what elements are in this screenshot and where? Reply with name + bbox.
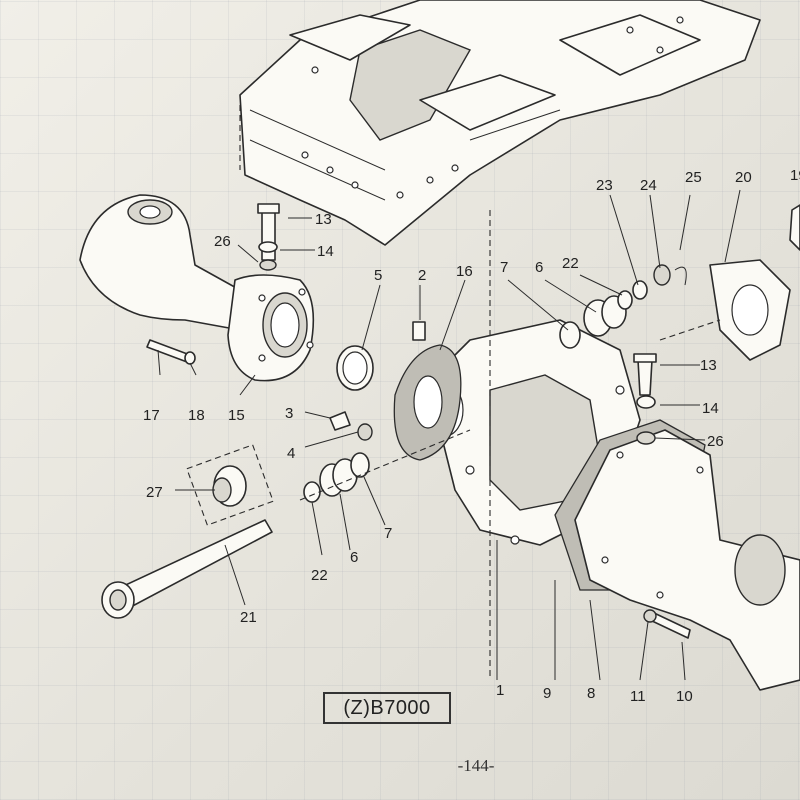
part-19-edge — [789, 204, 800, 251]
callout-19: 19 — [790, 167, 800, 184]
callout-21: 21 — [240, 609, 257, 626]
part-callout-labels: 1 2 3 4 5 6 6 7 7 8 9 10 11 13 13 14 14 … — [143, 167, 800, 705]
callout-16: 16 — [456, 263, 473, 280]
callout-18: 18 — [188, 407, 205, 424]
axle-housing-left — [79, 194, 315, 382]
callout-9: 9 — [543, 685, 551, 702]
callout-11: 11 — [630, 688, 646, 705]
callout-25: 25 — [685, 169, 702, 186]
chassis-frame — [239, 0, 761, 246]
callout-17: 17 — [143, 407, 160, 424]
callout-15: 15 — [228, 407, 245, 424]
part-27 — [186, 444, 274, 526]
callout-3: 3 — [285, 405, 293, 422]
cover-8 — [574, 429, 800, 691]
callout-14-right: 14 — [702, 400, 719, 417]
callout-2: 2 — [418, 267, 426, 284]
callout-26-left: 26 — [214, 233, 231, 250]
leader-lines — [157, 189, 741, 681]
callout-5: 5 — [374, 267, 382, 284]
model-label-box: (Z)B7000 — [323, 692, 451, 724]
callout-23: 23 — [596, 177, 613, 194]
callout-4: 4 — [287, 445, 295, 462]
bearing-group-left — [303, 345, 374, 503]
callout-7-lower: 7 — [384, 525, 392, 542]
callout-20: 20 — [735, 169, 752, 186]
callout-13-left: 13 — [315, 211, 332, 228]
flange-20 — [709, 259, 791, 361]
shaft-21 — [101, 519, 273, 619]
callout-1: 1 — [496, 682, 504, 699]
callout-14-left: 14 — [317, 243, 334, 260]
callout-6-lower: 6 — [350, 549, 358, 566]
bolts — [146, 203, 691, 639]
callout-22-upper: 22 — [562, 255, 579, 272]
callout-7-upper: 7 — [500, 259, 508, 276]
page-number: -144- — [457, 756, 495, 775]
callout-26-right: 26 — [707, 433, 724, 450]
gasket-16 — [393, 344, 462, 461]
callout-22-lower: 22 — [311, 567, 328, 584]
callout-6-upper: 6 — [535, 259, 543, 276]
centerline-3 — [659, 319, 721, 341]
callout-10: 10 — [676, 688, 693, 705]
callout-13-right: 13 — [700, 357, 717, 374]
callout-24: 24 — [640, 177, 657, 194]
callout-27: 27 — [146, 484, 163, 501]
centerline-2 — [299, 429, 471, 501]
callout-8: 8 — [587, 685, 595, 702]
bearing-group-right — [559, 264, 687, 349]
